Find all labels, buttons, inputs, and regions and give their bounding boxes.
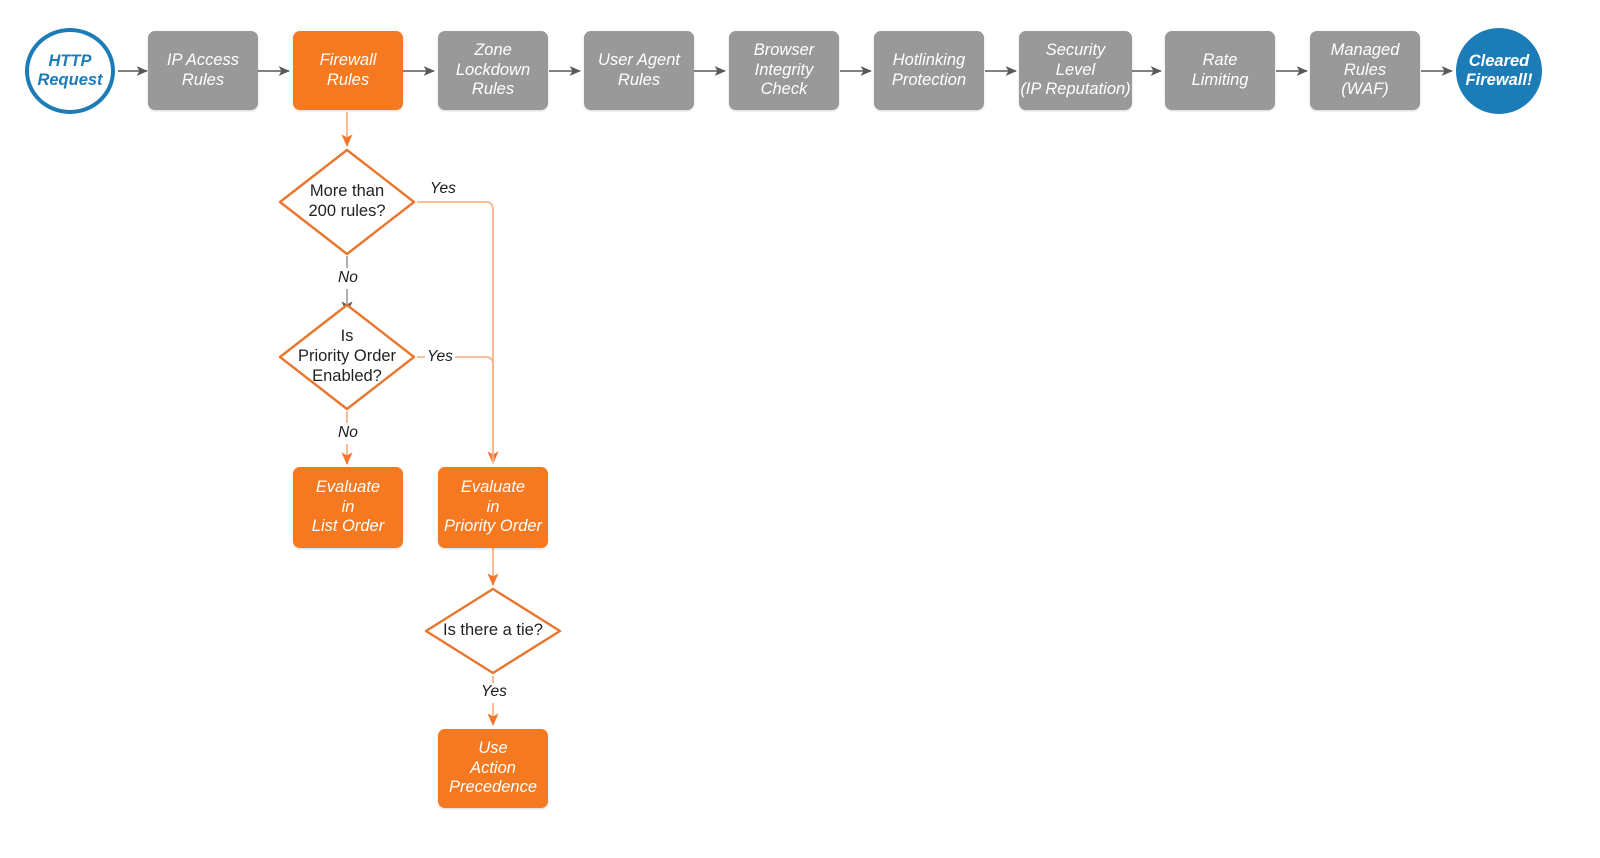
node-cleared-firewall-label: Cleared Firewall! [1465,51,1533,89]
node-evaluate-list-order[interactable]: Evaluate in List Order [293,467,403,548]
node-hotlinking-protection-label: Hotlinking Protection [891,51,967,89]
decision-is-there-a-tie-label: Is there a tie? [443,621,543,640]
node-browser-integrity-check[interactable]: Browser Integrity Check [729,31,839,110]
node-use-action-precedence[interactable]: Use Action Precedence [438,729,548,808]
diamond-shape [278,303,416,411]
node-zone-lockdown-rules-label: Zone Lockdown Rules [455,41,531,99]
node-firewall-rules[interactable]: Firewall Rules [293,31,403,110]
node-ip-access-rules[interactable]: IP Access Rules [148,31,258,110]
decision-more-than-200-rules-label: More than 200 rules? [308,182,386,220]
node-rate-limiting[interactable]: Rate Limiting [1165,31,1275,110]
edge-label-more-than-200-no: No [336,269,360,287]
node-evaluate-priority-order[interactable]: Evaluate in Priority Order [438,467,548,548]
node-hotlinking-protection[interactable]: Hotlinking Protection [874,31,984,110]
node-firewall-rules-label: Firewall Rules [319,51,377,89]
node-use-action-precedence-label: Use Action Precedence [448,739,538,797]
node-evaluate-priority-order-label: Evaluate in Priority Order [443,478,543,536]
node-rate-limiting-label: Rate Limiting [1191,51,1249,89]
node-user-agent-rules[interactable]: User Agent Rules [584,31,694,110]
node-managed-rules-waf-label: Managed Rules (WAF) [1330,41,1400,99]
node-http-request[interactable]: HTTP Request [25,28,115,114]
edge-label-more-than-200-yes: Yes [428,180,458,198]
diamond-shape [424,587,562,675]
decision-is-priority-order-enabled-label: Is Priority Order Enabled? [297,327,397,385]
node-cleared-firewall[interactable]: Cleared Firewall! [1456,28,1542,114]
node-ip-access-rules-label: IP Access Rules [166,51,240,89]
decision-is-there-a-tie[interactable]: Is there a tie? [423,586,563,676]
node-security-level-label: Security Level (IP Reputation) [1020,41,1131,99]
node-security-level[interactable]: Security Level (IP Reputation) [1019,31,1132,110]
node-zone-lockdown-rules[interactable]: Zone Lockdown Rules [438,31,548,110]
edge-label-priority-order-no: No [336,424,360,442]
edge-more-than-200-yes [417,201,499,465]
edge-label-tie-yes: Yes [479,683,509,701]
node-http-request-label: HTTP Request [37,51,103,89]
node-managed-rules-waf[interactable]: Managed Rules (WAF) [1310,31,1420,110]
node-browser-integrity-check-label: Browser Integrity Check [753,41,815,99]
node-user-agent-rules-label: User Agent Rules [598,51,680,89]
decision-more-than-200-rules[interactable]: More than 200 rules? [277,147,417,257]
node-evaluate-list-order-label: Evaluate in List Order [311,478,385,536]
edge-priority-order-yes [417,356,494,463]
diamond-shape [278,148,416,256]
edge-label-priority-order-yes: Yes [425,348,455,366]
decision-is-priority-order-enabled[interactable]: Is Priority Order Enabled? [277,302,417,412]
